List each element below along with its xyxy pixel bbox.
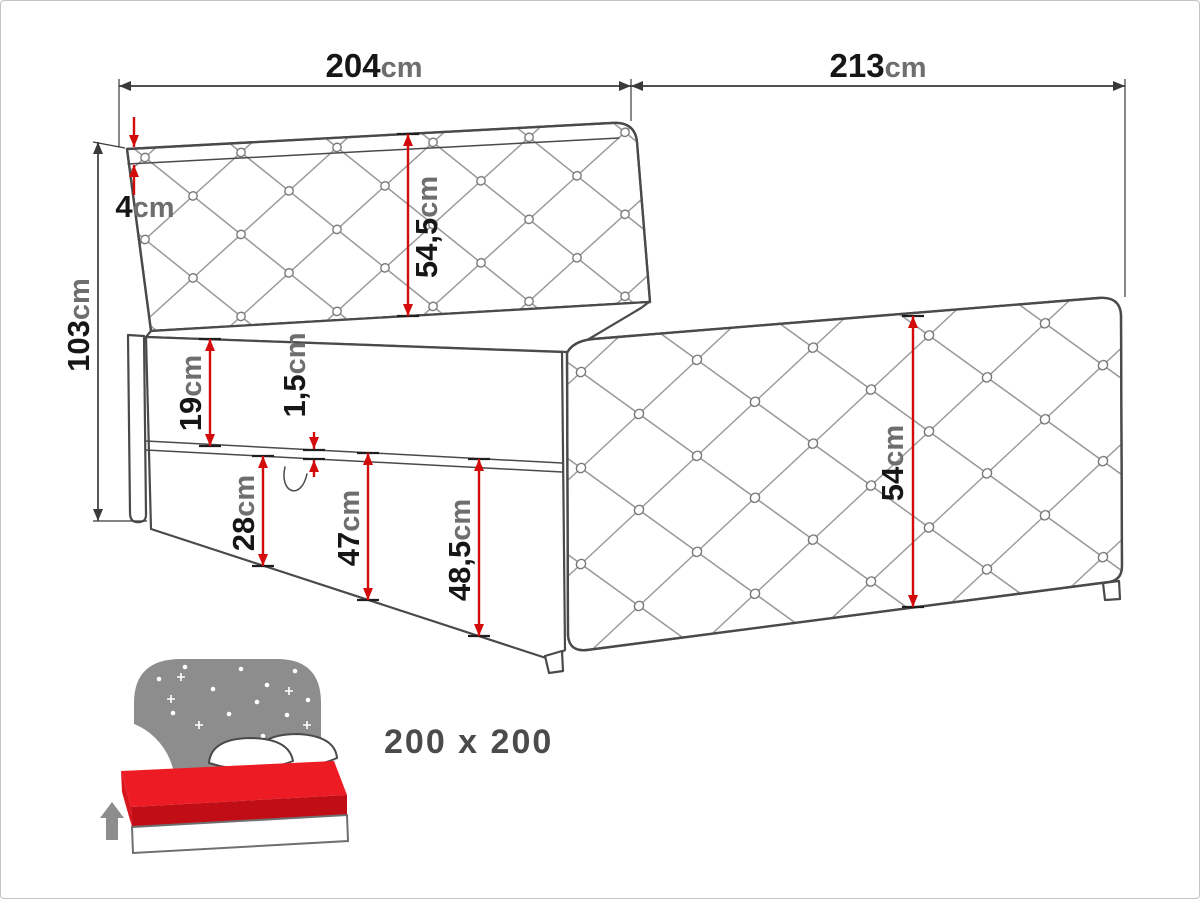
dim-unit: cm — [412, 176, 444, 218]
icon-pillows — [207, 732, 339, 771]
dim-foot-end: 48,5cm — [442, 457, 490, 638]
dim-unit: cm — [133, 192, 175, 224]
dim-label-storage: 28cm — [226, 475, 261, 551]
dim-value: 204 — [326, 47, 382, 84]
dim-label-base: 47cm — [331, 490, 366, 566]
dim-headboard-panel: 54,5cm — [397, 132, 444, 318]
front-leg — [543, 649, 565, 675]
right-leg — [1101, 579, 1122, 602]
dim-value: 103 — [61, 320, 96, 372]
icon-mattress-front — [131, 795, 347, 827]
dim-unit: cm — [885, 52, 927, 84]
dim-unit: cm — [334, 490, 366, 532]
dim-unit: cm — [381, 52, 423, 84]
dim-label-headboard-height: 103cm — [61, 278, 96, 372]
dim-side-panel: 54cm — [875, 314, 924, 609]
dim-unit: cm — [280, 332, 312, 374]
dim-value: 28 — [226, 517, 261, 551]
dim-mattress: 19cm — [173, 337, 221, 448]
dim-label-headboard-panel: 54,5cm — [409, 176, 444, 278]
side-panel-quilting — [567, 297, 1122, 651]
dim-label-mattress: 19cm — [173, 355, 208, 431]
headboard-left-post — [126, 333, 148, 524]
size-label: 200 x 200 — [384, 723, 553, 761]
icon-base — [130, 813, 350, 855]
side-panel — [565, 296, 1124, 652]
dim-value: 4 — [115, 189, 133, 224]
dim-storage: 28cm — [226, 454, 274, 568]
icon-mattress-side — [121, 771, 132, 827]
dim-unit: cm — [229, 475, 261, 517]
dim-ticks — [303, 448, 325, 461]
headboard-quilting — [127, 122, 650, 332]
mattress-seam-lines — [145, 440, 563, 473]
dim-value: 48,5 — [442, 541, 477, 601]
dim-value: 1,5 — [277, 374, 312, 417]
headboard — [125, 121, 652, 524]
dim-unit: cm — [445, 499, 477, 541]
bed-drawing — [125, 121, 1124, 675]
dim-unit: cm — [64, 278, 96, 320]
dim-unit: cm — [878, 425, 910, 467]
headboard-top-rail-line — [127, 137, 620, 165]
dim-label-foot-end: 48,5cm — [442, 499, 477, 601]
dim-value: 54 — [875, 466, 910, 501]
dim-headboard-height: 103cm — [61, 141, 147, 522]
dim-label-length: 213cm — [830, 47, 927, 84]
dim-label-width: 204cm — [326, 47, 423, 84]
dim-label-gap: 1,5cm — [277, 332, 312, 417]
dim-length: 213cm — [631, 47, 1126, 297]
dim-label-top-rail: 4cm — [115, 189, 174, 224]
dim-top-rail: 4cm — [115, 117, 175, 224]
dim-label-side-panel: 54cm — [875, 425, 910, 501]
headboard-outline — [125, 121, 652, 333]
icon-mattress-top — [121, 761, 347, 807]
dim-value: 47 — [331, 532, 366, 566]
dim-value: 19 — [173, 397, 208, 431]
storage-handle — [283, 466, 308, 492]
dimensions: 204cm 213cm 103cm 4cm 54,5cm — [61, 47, 1126, 638]
storage-bed-icon: 200 x 200 — [43, 659, 553, 855]
side-panel-outline — [565, 296, 1124, 652]
dim-value: 54,5 — [409, 218, 444, 278]
dim-value: 213 — [830, 47, 885, 84]
dim-unit: cm — [176, 355, 208, 397]
icon-arrow-up — [100, 802, 124, 840]
dim-base: 47cm — [331, 451, 379, 602]
dim-gap: 1,5cm — [277, 332, 325, 477]
